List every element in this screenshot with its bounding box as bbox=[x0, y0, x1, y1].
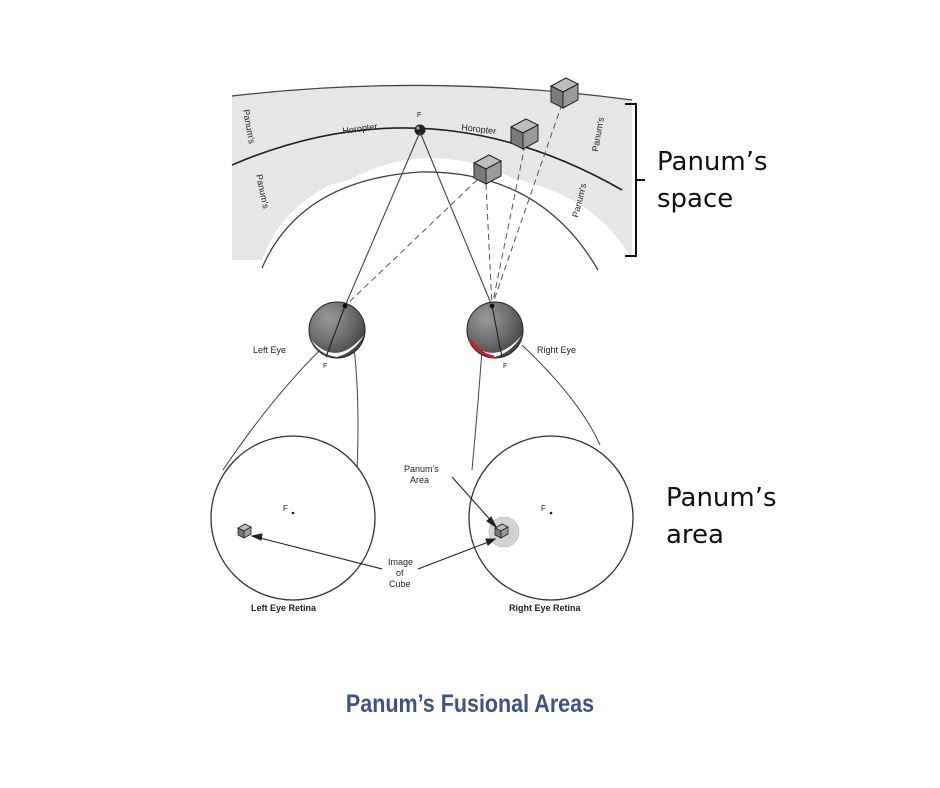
right-retina-cube bbox=[494, 523, 509, 539]
right-retina bbox=[468, 435, 634, 601]
annotation-arrows bbox=[250, 476, 498, 570]
left-eye-fovea-label: F bbox=[323, 363, 327, 370]
image-of-cube-label-2: of bbox=[396, 568, 404, 578]
panum-inner-boundary bbox=[261, 171, 599, 271]
panums-area-callout-1: Panum’s bbox=[666, 483, 777, 513]
fixation-label: F bbox=[417, 112, 421, 119]
right-eye bbox=[466, 301, 524, 359]
panums-area-callout-2: area bbox=[666, 520, 724, 550]
panums-area-label-1: Panum's bbox=[404, 464, 439, 474]
horopter-label-right: Horopter bbox=[461, 122, 497, 136]
cube-sight-lines bbox=[344, 103, 563, 307]
fixation-point bbox=[414, 124, 426, 136]
left-retina bbox=[210, 435, 376, 601]
cube-near bbox=[472, 154, 503, 185]
panums-space-band bbox=[232, 85, 632, 270]
right-retina-label: Right Eye Retina bbox=[509, 603, 582, 613]
panums-space-label-2: space bbox=[657, 184, 733, 214]
right-eye-label: Right Eye bbox=[537, 345, 576, 355]
horopter-label-left: Horopter bbox=[342, 121, 378, 136]
image-of-cube-label-3: Cube bbox=[389, 579, 411, 589]
cube-mid bbox=[509, 118, 540, 150]
right-retina-fovea-label: F bbox=[541, 504, 546, 513]
projection-cones bbox=[222, 344, 601, 471]
horopter-curve bbox=[231, 127, 623, 191]
right-eye-fovea-label: F bbox=[503, 363, 507, 370]
cube-far bbox=[549, 77, 580, 109]
left-eye bbox=[308, 301, 366, 359]
left-retina-fovea-label: F bbox=[283, 504, 288, 513]
left-eye-label: Left Eye bbox=[253, 345, 286, 355]
visual-lines bbox=[344, 131, 493, 307]
panums-area-label-2: Area bbox=[410, 475, 429, 485]
image-of-cube-label-1: Image bbox=[388, 557, 413, 567]
panums-space-bracket bbox=[625, 103, 645, 257]
left-retina-label: Left Eye Retina bbox=[251, 603, 317, 613]
figure-caption: Panum’s Fusional Areas bbox=[345, 690, 595, 718]
panums-space-label-1: Panum’s bbox=[657, 147, 768, 177]
left-retina-cube bbox=[237, 523, 252, 539]
